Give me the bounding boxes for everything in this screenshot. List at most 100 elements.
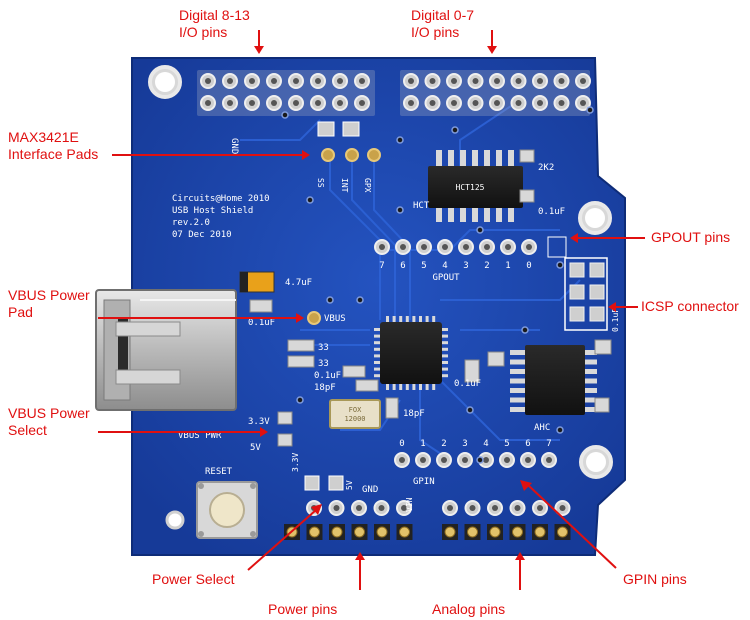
chip-pin bbox=[585, 350, 597, 355]
silk-gpout: GPOUT bbox=[432, 273, 460, 283]
gpin-pad-hole bbox=[420, 457, 426, 463]
silk-gpin-number: 6 bbox=[525, 439, 530, 449]
header-pad-hole bbox=[580, 100, 586, 106]
silk-reset: RESET bbox=[205, 467, 233, 477]
icsp-pad bbox=[569, 284, 585, 300]
qfn-pin bbox=[374, 354, 380, 358]
gpout-pad-hole bbox=[505, 244, 511, 250]
header-pad-hole bbox=[558, 100, 565, 106]
qfn-pin bbox=[432, 316, 436, 322]
qfn-pin bbox=[442, 367, 448, 371]
silk-vbus-pwr: VBUS PWR bbox=[178, 431, 222, 441]
header-pad-hole bbox=[227, 78, 233, 84]
header-pad-hole bbox=[472, 100, 479, 106]
gpin-pad-hole bbox=[546, 457, 552, 463]
header-pad-hole bbox=[494, 100, 500, 106]
gpout-pad-hole bbox=[400, 244, 406, 250]
chip-pin bbox=[436, 208, 442, 222]
silk-18pf-left: 18pF bbox=[314, 383, 336, 393]
header-pad-hole bbox=[451, 78, 457, 84]
header-pad-hole bbox=[205, 100, 211, 106]
silk-int: INT bbox=[340, 178, 349, 193]
header-pad-hole bbox=[515, 78, 522, 84]
via bbox=[356, 296, 364, 304]
silk-18pf-right: 18pF bbox=[403, 409, 425, 419]
qfn-pin bbox=[425, 384, 429, 390]
icsp-pad bbox=[569, 306, 585, 322]
chip-pin bbox=[484, 208, 490, 222]
silk-33-b: 33 bbox=[318, 359, 329, 369]
gpin-pad-hole bbox=[525, 457, 531, 463]
smd-components bbox=[239, 149, 612, 491]
max3421e-chip bbox=[374, 316, 448, 390]
qfn-pin bbox=[442, 361, 448, 364]
qfn-pin bbox=[419, 316, 422, 322]
silk-gnd-bottom: GND bbox=[362, 485, 378, 495]
header-pad-hole bbox=[249, 78, 255, 84]
gpin-pad-hole bbox=[462, 457, 468, 463]
label-gpin-pins: GPIN pins bbox=[623, 571, 687, 587]
qfn-pin bbox=[432, 384, 436, 390]
icsp-pad bbox=[589, 284, 605, 300]
silk-33-a: 33 bbox=[318, 343, 329, 353]
analog-pad-hole bbox=[559, 505, 566, 511]
silk-33v: 3.3V bbox=[248, 417, 270, 427]
gpout-pad-hole bbox=[463, 244, 469, 250]
gpout-pad-hole bbox=[379, 244, 385, 250]
power-pin-tip bbox=[399, 526, 410, 538]
chip-pin bbox=[436, 150, 442, 166]
silk-01uf-left: 0.1uF bbox=[248, 318, 275, 328]
label-power-select: Power Select bbox=[152, 571, 235, 587]
power-pad-hole bbox=[333, 505, 340, 511]
header-pad-hole bbox=[227, 100, 233, 106]
header-pad-hole bbox=[337, 78, 343, 84]
qfn-pin bbox=[374, 374, 380, 378]
label-power-pins: Power pins bbox=[268, 601, 338, 617]
silk-01uf-mid: 0.1uF bbox=[314, 371, 341, 381]
qfn-pin bbox=[442, 374, 448, 378]
silk-gpx: GPX bbox=[363, 178, 372, 193]
gpout-pin1-marker bbox=[547, 236, 567, 258]
power-pin-tip bbox=[354, 526, 365, 538]
header-pad-hole bbox=[429, 78, 436, 84]
qfn-pin bbox=[399, 384, 403, 390]
chip-pin bbox=[460, 208, 466, 222]
via bbox=[556, 261, 564, 269]
svg-text:FOX: FOX bbox=[349, 406, 362, 414]
qfn-pin bbox=[374, 347, 380, 351]
header-pad-hole bbox=[558, 78, 565, 84]
gpout-pad-hole bbox=[421, 244, 427, 250]
chip-pin bbox=[484, 150, 490, 166]
header-pad-hole bbox=[408, 100, 414, 106]
header-pad-hole bbox=[429, 100, 436, 106]
icsp-pad bbox=[589, 262, 605, 278]
header-pad-hole bbox=[580, 78, 586, 84]
silk-gpin: GPIN bbox=[413, 477, 435, 487]
silk-01uf-right: 0.1uF bbox=[611, 308, 620, 332]
via bbox=[466, 406, 474, 414]
silk-47uf: 4.7uF bbox=[285, 278, 312, 288]
header-pad-hole bbox=[337, 100, 343, 106]
svg-text:12000: 12000 bbox=[344, 415, 365, 423]
qfn-pin bbox=[412, 384, 416, 390]
qfn-pin bbox=[442, 341, 448, 345]
analog-pin-tip bbox=[557, 526, 568, 538]
silk-hct: HCT bbox=[413, 201, 430, 211]
gpin-pad-hole bbox=[441, 457, 447, 463]
chip-pin bbox=[510, 407, 525, 412]
via bbox=[396, 206, 404, 214]
silk-title-1: Circuits@Home 2010 bbox=[172, 194, 270, 204]
chip-pin bbox=[496, 150, 502, 166]
via bbox=[326, 296, 334, 304]
label-icsp-connector: ICSP connector bbox=[641, 298, 739, 314]
header-pad-hole bbox=[271, 100, 277, 106]
gpout-pad-hole bbox=[526, 244, 532, 250]
header-pad-hole bbox=[271, 78, 277, 84]
chip-pin bbox=[585, 359, 597, 365]
silk-gpout-number: 3 bbox=[463, 261, 468, 271]
chip-pin bbox=[585, 397, 597, 403]
qfn-pin bbox=[405, 316, 409, 322]
chip-pin bbox=[460, 150, 466, 166]
chip-pin bbox=[585, 388, 597, 393]
